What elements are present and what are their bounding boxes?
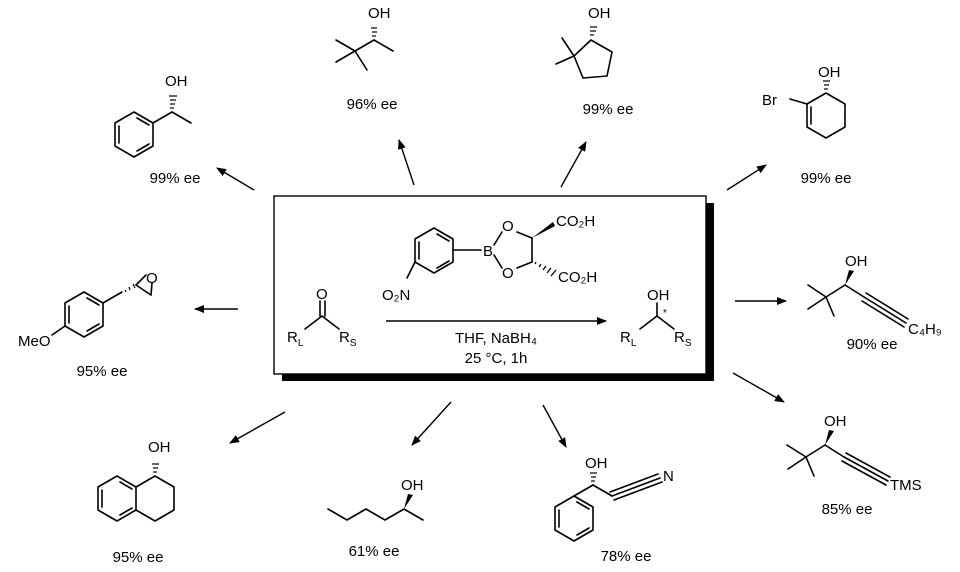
- product-dimethylcyclopentanol: OH 99% ee: [555, 5, 634, 118]
- r-small-label: RS: [339, 329, 357, 349]
- r-large-label: RL: [287, 329, 304, 349]
- p7-oh-label: OH: [585, 455, 608, 472]
- p7-nitrogen-label: N: [663, 468, 674, 485]
- p7-ee-label: 78% ee: [601, 548, 652, 565]
- arrow-to-p1: [216, 167, 255, 191]
- p3-ee-label: 99% ee: [583, 101, 634, 118]
- arrow-to-p2: [398, 139, 415, 186]
- p3-oh-label: OH: [588, 5, 611, 22]
- p1-oh-label: OH: [165, 73, 188, 90]
- conditions-line-2: 25 °C, 1h: [465, 350, 528, 367]
- boronate-reagent: B O O CO₂H CO₂H O₂N: [382, 213, 597, 304]
- p5-butyl-label: C₄H₉: [908, 321, 942, 338]
- p8-ee-label: 61% ee: [349, 543, 400, 560]
- ketone-substrate: O RL RS: [287, 286, 357, 349]
- p6-ee-label: 85% ee: [822, 501, 873, 518]
- product-tetralol: OH 95% ee: [97, 439, 175, 566]
- p5-ee-label: 90% ee: [847, 336, 898, 353]
- carbonyl-oxygen-label: O: [316, 286, 328, 303]
- generic-alcohol-product: OH * RL RS: [620, 287, 692, 349]
- p10-methoxy-label: MeO: [18, 333, 51, 350]
- carboxylic-acid-label-top: CO₂H: [556, 213, 595, 230]
- p8-oh-label: OH: [401, 477, 424, 494]
- central-reaction-box: B O O CO₂H CO₂H O₂N O RL RS THF, NaBH₄ 2…: [273, 195, 714, 381]
- p9-ee-label: 95% ee: [113, 549, 164, 566]
- product-aryl-epoxide: O MeO 95% ee: [18, 270, 158, 380]
- p5-oh-label: OH: [845, 253, 868, 270]
- arrow-to-p4: [726, 164, 767, 191]
- p10-epoxide-oxygen-label: O: [146, 270, 158, 287]
- product-pinacolyl-alcohol: OH 96% ee: [335, 5, 398, 113]
- product-r-large-label: RL: [620, 329, 637, 349]
- product-alkynol-butyl: OH C₄H₉ 90% ee: [807, 253, 942, 353]
- p6-tms-label: TMS: [890, 477, 922, 494]
- hydroxyl-label: OH: [647, 287, 670, 304]
- p4-ee-label: 99% ee: [801, 170, 852, 187]
- product-hexanol: OH 61% ee: [327, 477, 424, 560]
- p4-oh-label: OH: [818, 64, 841, 81]
- arrow-to-p9: [229, 411, 286, 444]
- conditions-line-1: THF, NaBH₄: [455, 330, 537, 347]
- product-r-small-label: RS: [674, 329, 692, 349]
- arrow-to-p8: [411, 401, 452, 446]
- p2-ee-label: 96% ee: [347, 96, 398, 113]
- product-hydroxy-nitrile: OH N 78% ee: [554, 455, 674, 565]
- boron-label: B: [483, 243, 493, 260]
- product-bromocyclohexenol: OH Br 99% ee: [762, 64, 851, 187]
- p9-oh-label: OH: [148, 439, 171, 456]
- radial-arrows: [194, 139, 787, 448]
- arrow-to-p3: [560, 141, 587, 188]
- carboxylic-acid-label-bottom: CO₂H: [558, 269, 597, 286]
- p2-oh-label: OH: [368, 5, 391, 22]
- arrow-to-p6: [732, 372, 785, 403]
- oxygen-label-bottom: O: [502, 265, 514, 282]
- box-frame: [273, 195, 707, 375]
- nitro-group-label: O₂N: [382, 287, 410, 304]
- stereocenter-star: *: [663, 308, 667, 319]
- arrow-to-p7: [542, 404, 567, 448]
- product-alkynol-tms: OH TMS 85% ee: [786, 413, 922, 518]
- p4-br-label: Br: [762, 92, 777, 109]
- oxygen-label-top: O: [502, 218, 514, 235]
- p10-ee-label: 95% ee: [77, 363, 128, 380]
- product-phenylethanol: OH 99% ee: [114, 73, 201, 187]
- p1-ee-label: 99% ee: [150, 170, 201, 187]
- p6-oh-label: OH: [824, 413, 847, 430]
